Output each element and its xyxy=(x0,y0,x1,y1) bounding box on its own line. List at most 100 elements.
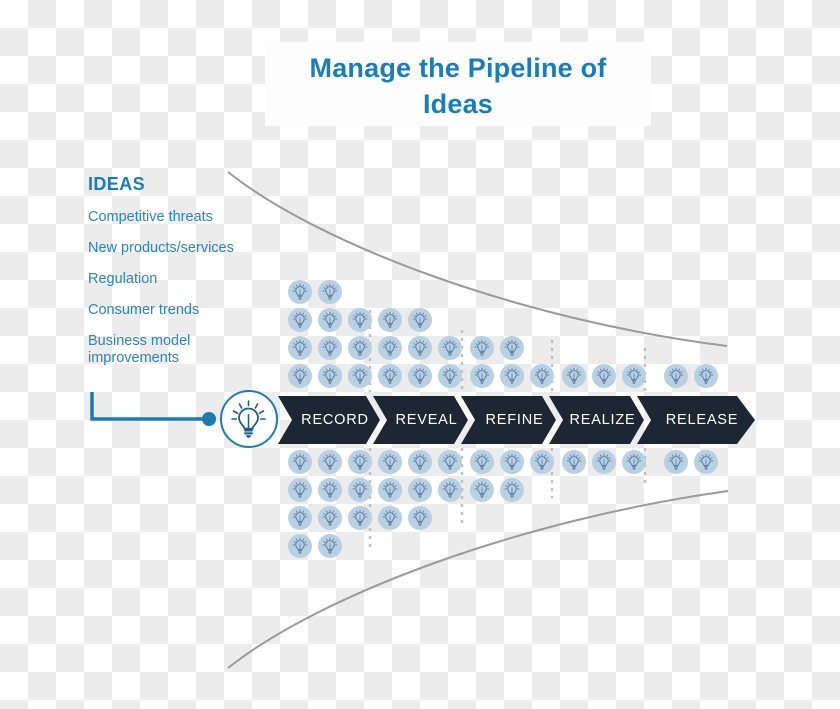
lightbulb-icon xyxy=(322,339,338,356)
idea-item xyxy=(562,450,586,474)
idea-item xyxy=(318,534,342,558)
idea-item xyxy=(622,450,646,474)
lightbulb-icon xyxy=(322,453,338,470)
idea-item xyxy=(408,450,432,474)
ideas-connector-line xyxy=(90,392,207,421)
sidebar-item-new-products-services: New products/services xyxy=(88,240,234,256)
lightbulb-icon xyxy=(504,367,520,384)
lightbulb-icon xyxy=(412,453,428,470)
lightbulb-icon xyxy=(322,367,338,384)
pipeline-stage-release[interactable]: RELEASE xyxy=(637,396,755,444)
idea-item xyxy=(348,450,372,474)
page-title: Manage the Pipeline of Ideas xyxy=(265,50,651,122)
idea-item xyxy=(438,478,462,502)
lightbulb-icon xyxy=(442,481,458,498)
lightbulb-icon xyxy=(596,453,612,470)
title-background-band xyxy=(265,42,651,126)
lightbulb-icon xyxy=(626,453,642,470)
idea-item xyxy=(318,478,342,502)
funnel-curve-bottom xyxy=(227,490,729,669)
idea-item xyxy=(530,450,554,474)
lightbulb-icon xyxy=(442,453,458,470)
pipeline-stage-refine[interactable]: REFINE xyxy=(461,396,556,444)
lightbulb-icon xyxy=(382,339,398,356)
lightbulb-icon xyxy=(292,453,308,470)
idea-item xyxy=(408,364,432,388)
idea-item xyxy=(664,450,688,474)
idea-item xyxy=(288,506,312,530)
lightbulb-icon xyxy=(382,509,398,526)
idea-item xyxy=(438,336,462,360)
pipeline-stage-refine-label: REFINE xyxy=(485,412,544,428)
idea-item xyxy=(318,336,342,360)
idea-item xyxy=(318,364,342,388)
lightbulb-icon xyxy=(352,453,368,470)
lightbulb-icon xyxy=(292,339,308,356)
idea-item xyxy=(348,506,372,530)
pipeline-stage-record-label: RECORD xyxy=(301,412,369,428)
idea-item xyxy=(408,506,432,530)
lightbulb-icon xyxy=(382,453,398,470)
lightbulb-icon xyxy=(292,537,308,554)
idea-item xyxy=(530,364,554,388)
lightbulb-icon xyxy=(382,481,398,498)
lightbulb-icon xyxy=(474,481,490,498)
pipeline-stage-reveal-label: REVEAL xyxy=(395,412,458,428)
lightbulb-icon xyxy=(412,509,428,526)
idea-item xyxy=(500,364,524,388)
lightbulb-icon xyxy=(442,339,458,356)
idea-item xyxy=(288,450,312,474)
idea-badge xyxy=(220,390,278,448)
idea-item xyxy=(318,280,342,304)
idea-item xyxy=(288,308,312,332)
lightbulb-icon xyxy=(322,509,338,526)
lightbulb-icon xyxy=(412,311,428,328)
lightbulb-icon xyxy=(352,339,368,356)
idea-item xyxy=(592,450,616,474)
idea-item xyxy=(318,506,342,530)
lightbulb-icon xyxy=(504,453,520,470)
pipeline-stage-record[interactable]: RECORD xyxy=(278,396,380,444)
lightbulb-icon xyxy=(566,453,582,470)
idea-item xyxy=(378,450,402,474)
lightbulb-icon xyxy=(382,311,398,328)
lightbulb-icon xyxy=(474,367,490,384)
idea-item xyxy=(348,336,372,360)
lightbulb-icon xyxy=(474,453,490,470)
idea-item xyxy=(470,336,494,360)
lightbulb-icon xyxy=(504,339,520,356)
sidebar-item-competitive-threats: Competitive threats xyxy=(88,209,213,225)
idea-item xyxy=(664,364,688,388)
idea-item xyxy=(288,280,312,304)
idea-item xyxy=(348,478,372,502)
lightbulb-icon xyxy=(352,367,368,384)
lightbulb-icon xyxy=(231,400,266,438)
pipeline-stage-realize[interactable]: REALIZE xyxy=(549,396,644,444)
lightbulb-icon xyxy=(442,367,458,384)
idea-item xyxy=(288,364,312,388)
lightbulb-icon xyxy=(352,481,368,498)
idea-item xyxy=(288,478,312,502)
funnel-curve-top xyxy=(227,171,728,347)
idea-item xyxy=(470,478,494,502)
lightbulb-icon xyxy=(352,509,368,526)
ideas-sidebar: IDEAS Competitive threats New products/s… xyxy=(88,174,278,381)
lightbulb-icon xyxy=(412,481,428,498)
idea-item xyxy=(438,364,462,388)
idea-item xyxy=(378,336,402,360)
idea-item xyxy=(438,450,462,474)
lightbulb-icon xyxy=(698,367,714,384)
page-title-line-2: Ideas xyxy=(422,89,494,119)
pipeline-stage-reveal[interactable]: REVEAL xyxy=(373,396,468,444)
lightbulb-icon xyxy=(292,311,308,328)
lightbulb-icon xyxy=(322,537,338,554)
lightbulb-icon xyxy=(412,367,428,384)
sidebar-item-business-model-improvements: Business model improvements xyxy=(88,333,191,366)
idea-item xyxy=(470,364,494,388)
idea-item xyxy=(592,364,616,388)
lightbulb-icon xyxy=(352,311,368,328)
lightbulb-icon xyxy=(292,283,308,300)
lightbulb-icon xyxy=(566,367,582,384)
idea-item xyxy=(408,478,432,502)
